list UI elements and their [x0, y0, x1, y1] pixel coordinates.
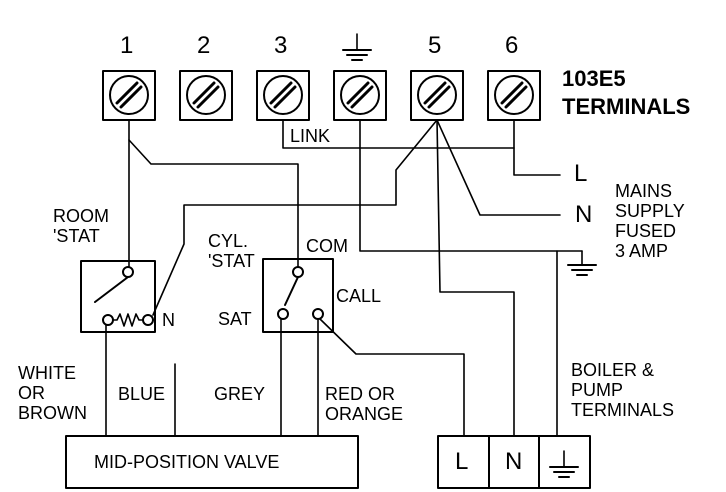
- terminal-number-3: 3: [274, 32, 288, 59]
- boiler-n-label: N: [505, 448, 523, 475]
- terminal-3: [256, 70, 310, 121]
- white-or-brown-label: WHITE OR BROWN: [18, 363, 87, 423]
- boiler-l-label: L: [455, 448, 469, 475]
- terminal-2: [179, 70, 233, 121]
- sat-label: SAT: [218, 309, 252, 329]
- room-stat-box: [80, 260, 156, 333]
- terminal-block-title-line1: 103E5: [562, 66, 626, 91]
- wire-t1-cyl-com: [128, 139, 299, 268]
- cyl-stat-label: CYL. 'STAT: [208, 231, 255, 271]
- grey-label: GREY: [214, 384, 266, 404]
- com-label: COM: [306, 236, 348, 256]
- terminal-block-title-line2: TERMINALS: [562, 94, 691, 119]
- link-label: LINK: [290, 126, 331, 146]
- blue-label: BLUE: [118, 384, 166, 404]
- wire-t5-room-stat-n: [152, 119, 438, 316]
- mains-earth-symbol-icon: [567, 250, 597, 276]
- wire-t5-boiler-n: [436, 119, 515, 437]
- wire-t6-mains-l: [513, 119, 561, 176]
- terminal-5: [410, 70, 464, 121]
- call-label: CALL: [336, 286, 382, 306]
- terminal-earth: [333, 70, 387, 121]
- mains-supply-label: MAINS SUPPLY FUSED 3 AMP: [615, 181, 685, 261]
- room-stat-n-label: N: [162, 310, 175, 330]
- mains-n-label: N: [575, 201, 593, 228]
- room-stat-label: ROOM 'STAT: [53, 206, 109, 246]
- wire-t5-mains-n: [436, 119, 561, 216]
- terminal-number-1: 1: [120, 32, 134, 59]
- earth-symbol-icon: [342, 33, 372, 61]
- terminal-1: [102, 70, 156, 121]
- terminal-number-2: 2: [197, 32, 211, 59]
- mid-position-valve-box: [65, 435, 359, 489]
- red-or-orange-label: RED OR ORANGE: [325, 384, 404, 424]
- mains-l-label: L: [574, 160, 588, 187]
- boiler-pump-terminals-label: BOILER & PUMP TERMINALS: [571, 360, 675, 420]
- boiler-earth-symbol-icon: [549, 450, 579, 478]
- terminal-number-6: 6: [505, 32, 519, 59]
- wire-call-boiler-l: [319, 318, 465, 437]
- mid-position-valve-label: MID-POSITION VALVE: [94, 452, 280, 472]
- terminal-6: [487, 70, 541, 121]
- wire-earth: [359, 119, 583, 252]
- terminal-number-5: 5: [428, 32, 442, 59]
